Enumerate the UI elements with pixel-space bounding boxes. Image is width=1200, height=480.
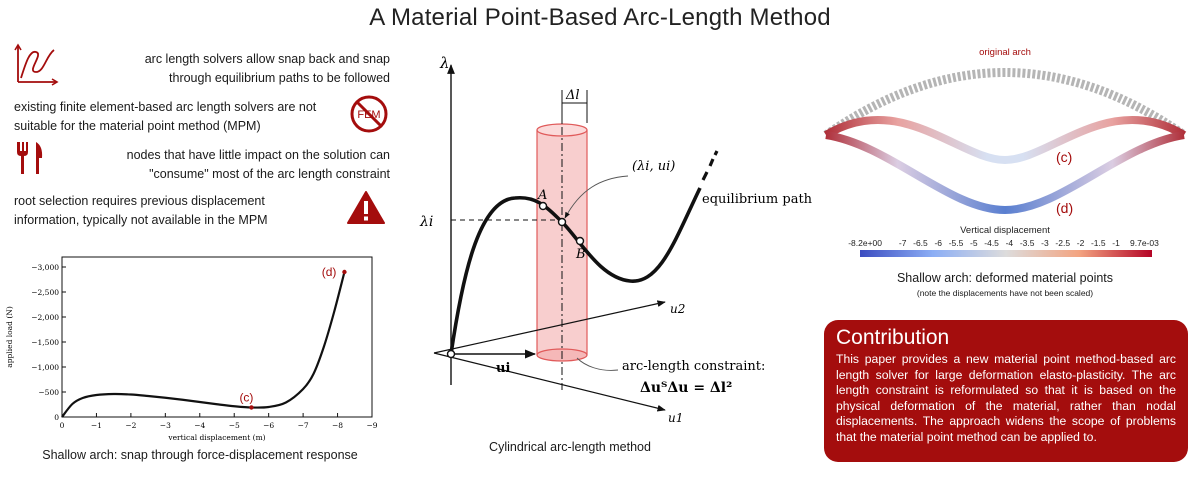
y-tick-label: −3,000 <box>31 263 59 272</box>
y-tick-label: −2,500 <box>31 288 59 297</box>
colorbar-tick-label: -4 <box>1006 238 1014 248</box>
colorbar-tick-label: -7 <box>899 238 907 248</box>
contribution-box: Contribution This paper provides a new m… <box>824 320 1188 462</box>
u2-label: u2 <box>670 302 685 316</box>
chart-frame <box>61 256 373 418</box>
x-tick-label: −6 <box>263 421 274 430</box>
colorbar-tick-label: -6 <box>934 238 942 248</box>
contribution-body: This paper provides a new material point… <box>836 352 1176 444</box>
deformed-arch-d <box>825 131 1185 215</box>
arch-d-label: (d) <box>1056 200 1073 216</box>
load-displacement-line <box>61 271 346 418</box>
colorbar-tick-label: -4.5 <box>984 238 999 248</box>
colorbar <box>860 250 1152 257</box>
y-axis-label: applied load (N) <box>5 306 14 368</box>
colorbar-tick-label: -2 <box>1077 238 1085 248</box>
annotation-label: (d) <box>322 265 337 279</box>
u2-axis <box>433 300 666 354</box>
colorbar-tick-label: -5 <box>970 238 978 248</box>
colorbar-tick-label: 9.7e-03 <box>1130 238 1159 248</box>
y-tick-label: −2,000 <box>31 313 59 322</box>
eq-path-label: equilibrium path <box>702 192 813 207</box>
diagram-caption: Cylindrical arc-length method <box>489 440 651 454</box>
poster-title: A Material Point-Based Arc-Length Method <box>369 4 831 31</box>
y-tick-label: −500 <box>38 388 59 397</box>
load-displacement-chart: 0 −1 −2 −3 −4 −5 −6 −7 −8 −9 0 −500 −1,000 −1,500 −2,0… <box>5 256 378 442</box>
annotation-label: (c) <box>239 391 253 405</box>
x-tick-label: −9 <box>366 421 377 430</box>
colorbar-tick-label: -8.2e+00 <box>848 238 882 248</box>
colorbar-tick-label: -1.5 <box>1091 238 1106 248</box>
colorbar-tick-label: -6.5 <box>913 238 928 248</box>
x-tick-label: −4 <box>194 421 205 430</box>
colorbar-tick-label: -3 <box>1041 238 1049 248</box>
colorbar-ticks: -8.2e+00 -7 -6.5 -6 -5.5 -5 -4.5 -4 -3.5 -3 -2.5 -2… <box>848 238 1159 248</box>
arc-length-diagram: λ λi Δl (λi, ui) A B equilibrium path u2… <box>419 54 813 425</box>
x-tick-label: −7 <box>298 421 309 430</box>
constraint-equation: ΔuᵀΔu = Δl² <box>640 380 732 396</box>
colorbar-tick-label: -1 <box>1112 238 1120 248</box>
arch-visualization: original arch (c) (d) Vertical displacem… <box>823 47 1187 257</box>
delta-l-label: Δl <box>565 88 580 103</box>
u1-axis <box>433 352 666 412</box>
lambda-label: λ <box>439 54 450 72</box>
x-tick-label: −1 <box>91 421 102 430</box>
warning-icon <box>347 191 385 224</box>
y-tick-label: −1,500 <box>31 338 59 347</box>
arch-c-label: (c) <box>1056 149 1072 165</box>
point-A <box>538 201 548 211</box>
deformed-arch-c <box>823 116 1187 165</box>
A-label: A <box>537 188 547 203</box>
point-label: (λi, ui) <box>632 159 675 174</box>
x-tick-label: −2 <box>125 421 136 430</box>
ui-label: ui <box>496 361 510 376</box>
fork-knife-icon <box>17 142 43 174</box>
x-tick-label: −5 <box>229 421 240 430</box>
annotation-point <box>249 405 254 410</box>
colorbar-tick-label: -3.5 <box>1020 238 1035 248</box>
colorbar-tick-label: -5.5 <box>949 238 964 248</box>
bullet-snap-text: arc length solvers allow snap back and s… <box>144 52 390 85</box>
original-arch-label: original arch <box>979 47 1031 58</box>
colorbar-title: Vertical displacement <box>960 225 1050 236</box>
u1-label: u1 <box>668 411 683 425</box>
bullet-consume-text: nodes that have little impact on the sol… <box>126 148 390 181</box>
arch-caption: Shallow arch: deformed material points <box>896 271 1114 285</box>
no-fem-icon: FEM <box>350 95 388 133</box>
snap-curve-icon <box>14 43 59 86</box>
bullet-root-text: root selection requires previous displac… <box>14 194 268 227</box>
x-axis-label: vertical displacement (m) <box>167 433 265 442</box>
original-arch <box>823 68 1187 139</box>
bullet-fem-text: existing finite element-based arc length… <box>14 100 317 133</box>
y-tick-label: 0 <box>54 413 59 422</box>
chart-caption: Shallow arch: snap through force-displac… <box>42 448 358 462</box>
point-B <box>575 236 585 246</box>
lambda-i-label: λi <box>419 214 433 230</box>
contribution-heading: Contribution <box>836 326 950 349</box>
origin-point <box>446 349 456 359</box>
constraint-label: arc-length constraint: <box>622 359 765 374</box>
arch-subcaption: (note the displacements have not been sc… <box>916 288 1094 298</box>
x-tick-label: 0 <box>60 421 65 430</box>
y-tick-label: −1,000 <box>31 363 59 372</box>
B-label: B <box>575 247 586 262</box>
x-tick-label: −3 <box>160 421 171 430</box>
point-current <box>557 217 567 227</box>
x-tick-label: −8 <box>332 421 343 430</box>
annotation-point <box>342 269 347 275</box>
colorbar-tick-label: -2.5 <box>1055 238 1070 248</box>
